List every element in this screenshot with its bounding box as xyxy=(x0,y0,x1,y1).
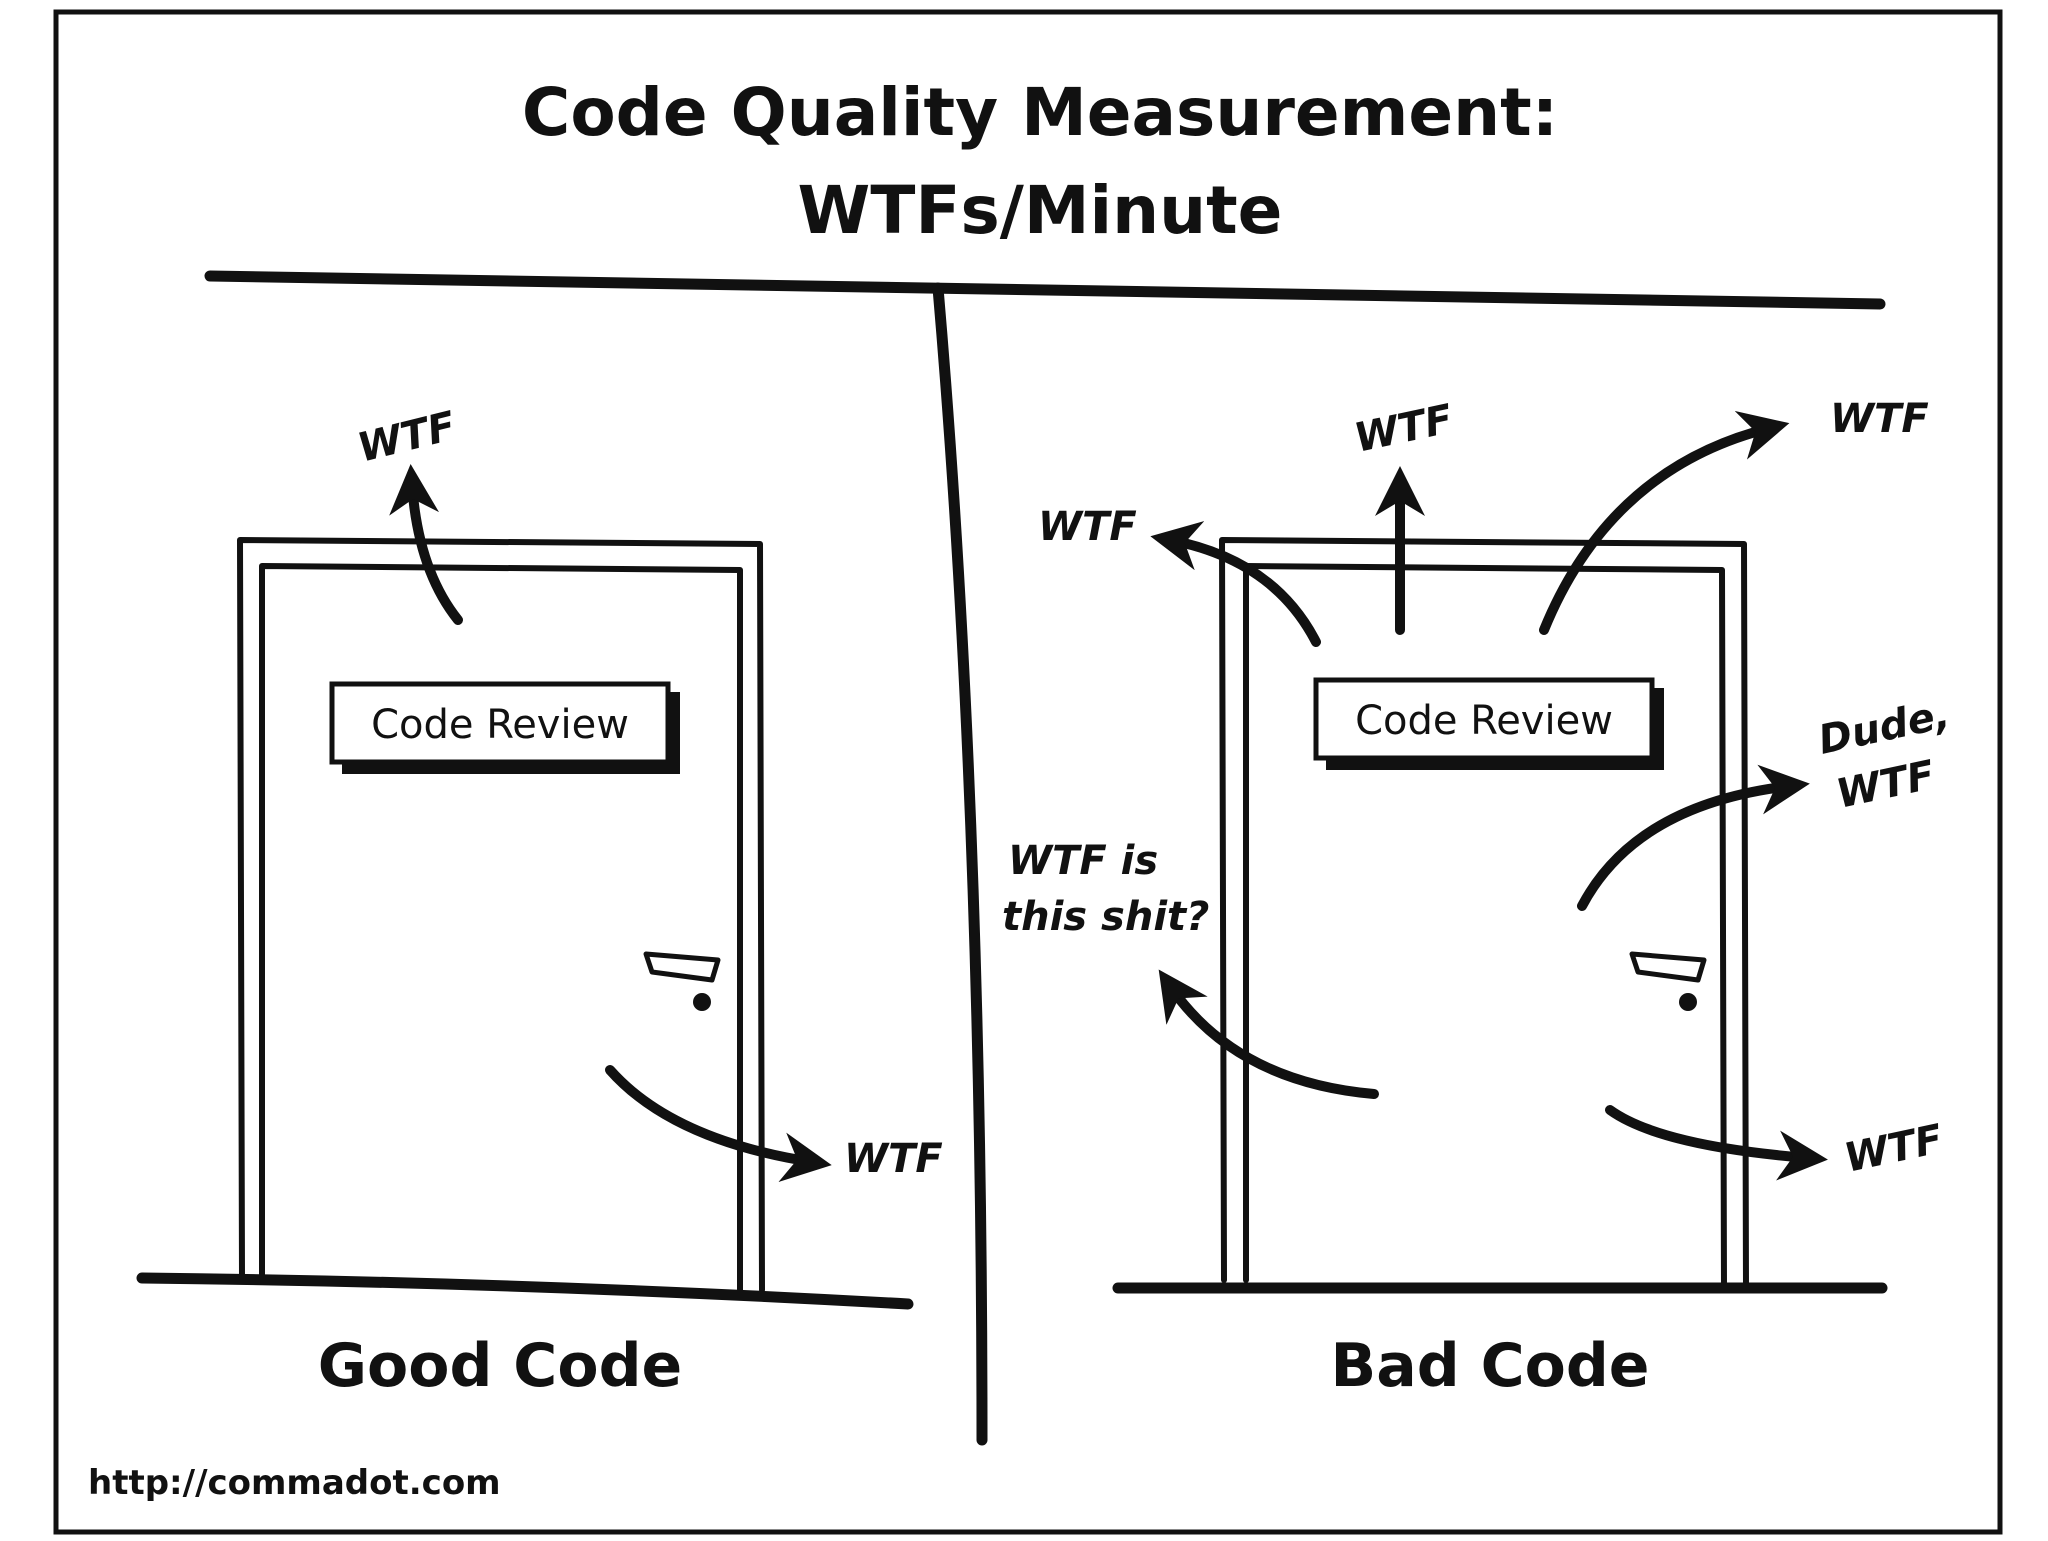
good-door-frame-inner xyxy=(259,563,743,1293)
title-line-1: Code Quality Measurement: xyxy=(522,74,1558,151)
bad-arrow-right-mid xyxy=(1577,764,1810,911)
bad-wtf-is-line-2: this shit? xyxy=(1002,894,1209,940)
good-arrow-right xyxy=(605,1065,832,1183)
good-sign-board xyxy=(329,681,671,765)
header-divider xyxy=(204,270,1886,310)
good-door-handle-icon xyxy=(643,951,721,1011)
bad-door-frame-outer xyxy=(1219,537,1749,1293)
good-door-frame-outer xyxy=(237,537,765,1293)
good-arrow-up xyxy=(389,464,463,625)
bad-code-panel: Code Review WTF WTF WTF WTF is this shit… xyxy=(1002,396,1954,1401)
bad-door-handle-icon xyxy=(1629,951,1707,1011)
bad-arrow-up-right xyxy=(1539,411,1790,635)
bad-wtf-top-right: WTF xyxy=(1830,396,1929,442)
good-wtf-right: WTF xyxy=(844,1136,943,1182)
bad-arrow-left-mid xyxy=(1158,969,1379,1099)
panel-divider xyxy=(932,282,988,1446)
good-floor-line xyxy=(136,1272,914,1310)
good-sign-label: Code Review xyxy=(371,702,629,748)
bad-wtf-is-line-1: WTF is xyxy=(1008,838,1158,884)
bad-sign-label: Code Review xyxy=(1355,698,1613,744)
bad-wtf-left: WTF xyxy=(1038,504,1137,550)
bad-sign-board xyxy=(1313,677,1655,761)
bad-code-caption: Bad Code xyxy=(1331,1331,1650,1401)
bad-door-frame-inner xyxy=(1243,563,1727,1293)
good-code-caption: Good Code xyxy=(318,1331,682,1401)
title-line-2: WTFs/Minute xyxy=(798,172,1283,249)
bad-arrow-up-left xyxy=(1150,521,1321,647)
bad-arrow-right-low xyxy=(1605,1105,1828,1181)
credit-url: http://commadot.com xyxy=(88,1463,501,1503)
